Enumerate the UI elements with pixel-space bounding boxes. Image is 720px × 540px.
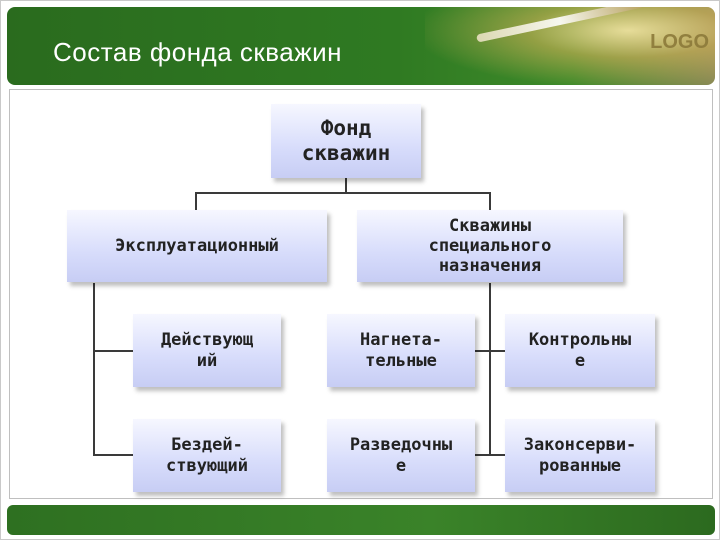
connector-exploitation-spine [93, 283, 95, 455]
node-control: Контрольны е [505, 314, 655, 387]
node-root: Фонд скважин [271, 104, 421, 178]
node-injection: Нагнета- тельные [327, 314, 475, 387]
content-area [9, 89, 713, 499]
connector-to-injection [475, 350, 491, 352]
node-exploratory: Разведочны е [327, 419, 475, 492]
connector-special-spine [489, 283, 491, 455]
connector-to-active [93, 350, 133, 352]
connector-level1-horizontal [195, 192, 491, 194]
connector-to-exploratory [475, 454, 491, 456]
connector-to-special [489, 192, 491, 210]
node-active: Действующ ий [133, 314, 281, 387]
connector-to-mothballed [489, 454, 505, 456]
connector-to-exploitation [195, 192, 197, 210]
node-special: Скважины специального назначения [357, 210, 623, 282]
connector-to-inactive [93, 454, 133, 456]
node-exploitation: Эксплуатационный [67, 210, 327, 282]
connector-to-control [489, 350, 505, 352]
connector-root-down [345, 177, 347, 193]
node-mothballed: Законсерви- рованные [505, 419, 655, 492]
node-inactive: Бездей- ствующий [133, 419, 281, 492]
logo: LOGO [650, 31, 709, 53]
slide-title: Состав фонда скважин [53, 37, 343, 67]
footer-bar [7, 505, 715, 535]
title-bar: Состав фонда скважин LOGO [7, 7, 715, 85]
